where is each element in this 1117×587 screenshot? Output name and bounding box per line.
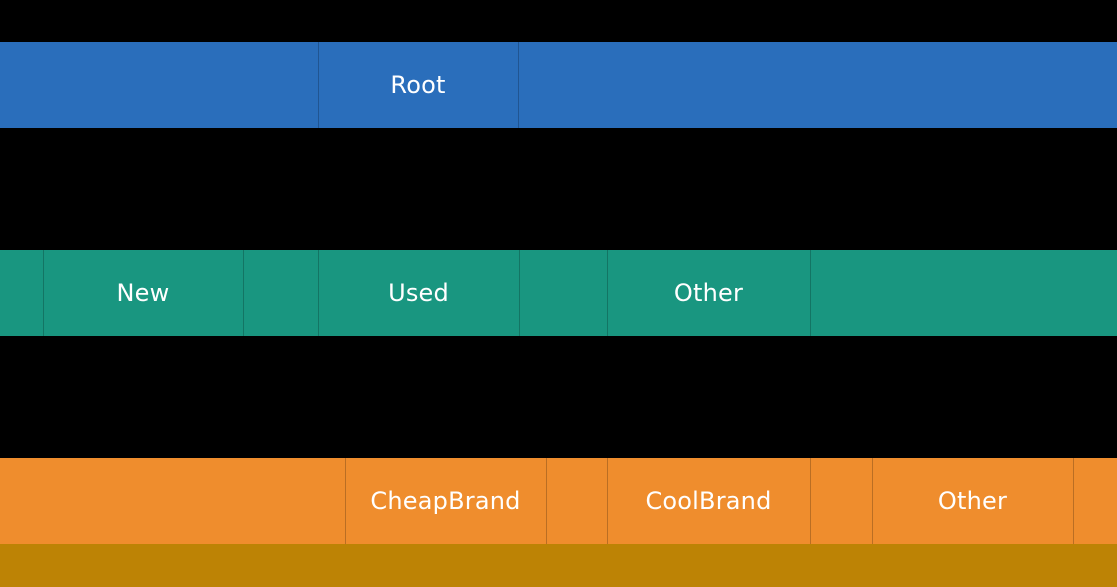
icicle-node-label: Used: [388, 279, 449, 307]
icicle-node-cond-e[interactable]: [519, 250, 607, 336]
brand-level: CheapBrand CoolBrand Other: [0, 458, 1117, 544]
icicle-node-brand-a[interactable]: [0, 458, 345, 544]
icicle-node-cond-g[interactable]: [810, 250, 1117, 336]
icicle-node-other2[interactable]: Other: [872, 458, 1073, 544]
icicle-node-brand-e[interactable]: [810, 458, 872, 544]
icicle-node-used[interactable]: Used: [318, 250, 519, 336]
icicle-node-label: CoolBrand: [645, 487, 772, 515]
icicle-node-cond-a[interactable]: [0, 250, 43, 336]
icicle-node-other1[interactable]: Other: [607, 250, 810, 336]
leaf-level: [0, 544, 1117, 587]
root-level: Root: [0, 42, 1117, 128]
icicle-node-label: Other: [673, 279, 744, 307]
icicle-node-new[interactable]: New: [43, 250, 243, 336]
icicle-node-brand-c[interactable]: [546, 458, 607, 544]
icicle-node-brand-g[interactable]: [1073, 458, 1117, 544]
icicle-node-label: CheapBrand: [370, 487, 521, 515]
icicle-node-label: Root: [390, 71, 446, 99]
icicle-node-coolbrand[interactable]: CoolBrand: [607, 458, 810, 544]
icicle-node-label: New: [116, 279, 170, 307]
icicle-node-cond-c[interactable]: [243, 250, 318, 336]
icicle-node-cheapbrand[interactable]: CheapBrand: [345, 458, 546, 544]
icicle-node-leaf-a[interactable]: [0, 544, 1117, 587]
icicle-node-root[interactable]: Root: [318, 42, 518, 128]
condition-level: New Used Other: [0, 250, 1117, 336]
icicle-node-root-a[interactable]: [0, 42, 318, 128]
icicle-node-label: Other: [937, 487, 1008, 515]
icicle-node-root-c[interactable]: [518, 42, 1117, 128]
